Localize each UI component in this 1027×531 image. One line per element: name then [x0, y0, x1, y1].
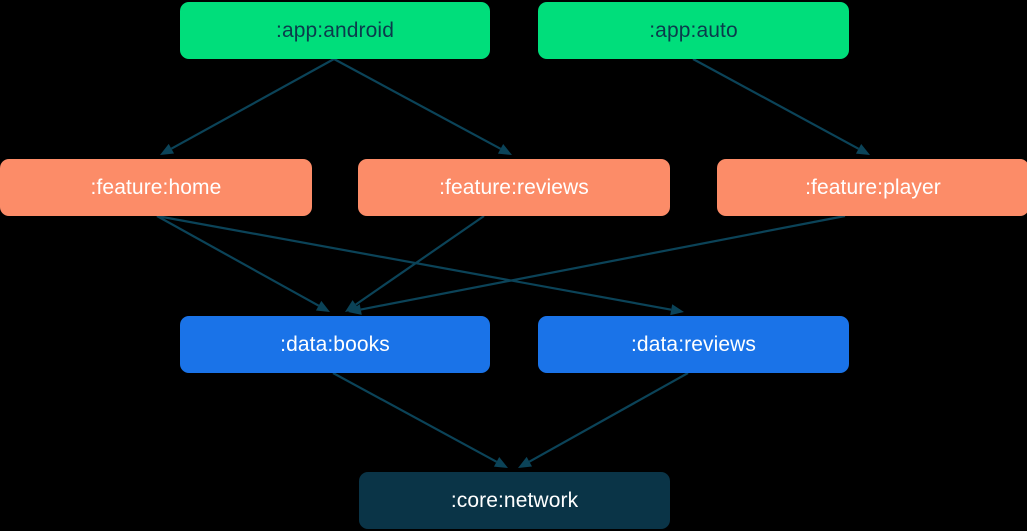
arrowhead-icon	[518, 456, 533, 468]
graph-node-core-network[interactable]: :core:network	[359, 472, 670, 529]
graph-node-data-books[interactable]: :data:books	[180, 316, 490, 373]
arrowhead-icon	[315, 300, 330, 312]
edge-line	[170, 58, 335, 150]
edge-app-auto-to-feature-player	[692, 58, 870, 155]
edge-feature-home-to-data-books	[156, 215, 330, 312]
arrowhead-icon	[855, 143, 870, 155]
graph-node-label: :feature:home	[90, 175, 222, 199]
edge-data-reviews-to-core-network	[518, 372, 689, 468]
graph-node-feature-reviews[interactable]: :feature:reviews	[358, 159, 670, 216]
arrowhead-icon	[493, 456, 508, 468]
arrowhead-icon	[348, 304, 362, 315]
graph-node-feature-player[interactable]: :feature:player	[717, 159, 1027, 216]
graph-node-label: :app:android	[276, 18, 394, 42]
arrowhead-icon	[497, 143, 512, 155]
edge-line	[692, 58, 860, 150]
edge-feature-home-to-data-reviews	[156, 214, 684, 316]
graph-node-label: :app:auto	[649, 18, 738, 42]
arrowhead-icon	[345, 300, 359, 312]
edge-line	[355, 215, 485, 306]
graph-node-app-auto[interactable]: :app:auto	[538, 2, 849, 59]
edge-app-android-to-feature-home	[160, 58, 335, 155]
graph-node-feature-home[interactable]: :feature:home	[0, 159, 312, 216]
edge-line	[332, 372, 498, 463]
graph-node-label: :data:reviews	[630, 332, 757, 356]
edge-feature-reviews-to-data-books	[345, 215, 485, 312]
graph-node-label: :core:network	[450, 488, 579, 512]
graph-node-data-reviews[interactable]: :data:reviews	[538, 316, 849, 373]
edge-line	[360, 214, 846, 311]
edge-line	[156, 215, 320, 307]
graph-node-app-android[interactable]: :app:android	[180, 2, 490, 59]
arrowhead-icon	[670, 304, 684, 316]
edge-data-books-to-core-network	[332, 372, 508, 468]
graph-node-label: :feature:player	[805, 175, 941, 199]
graph-node-label: :data:books	[280, 332, 390, 356]
edge-app-android-to-feature-reviews	[333, 58, 512, 155]
edge-feature-player-to-data-books	[348, 214, 846, 315]
arrowhead-icon	[160, 143, 175, 155]
edge-line	[333, 58, 502, 150]
graph-node-label: :feature:reviews	[439, 175, 589, 199]
edge-line	[156, 214, 672, 311]
edge-line	[528, 372, 689, 463]
